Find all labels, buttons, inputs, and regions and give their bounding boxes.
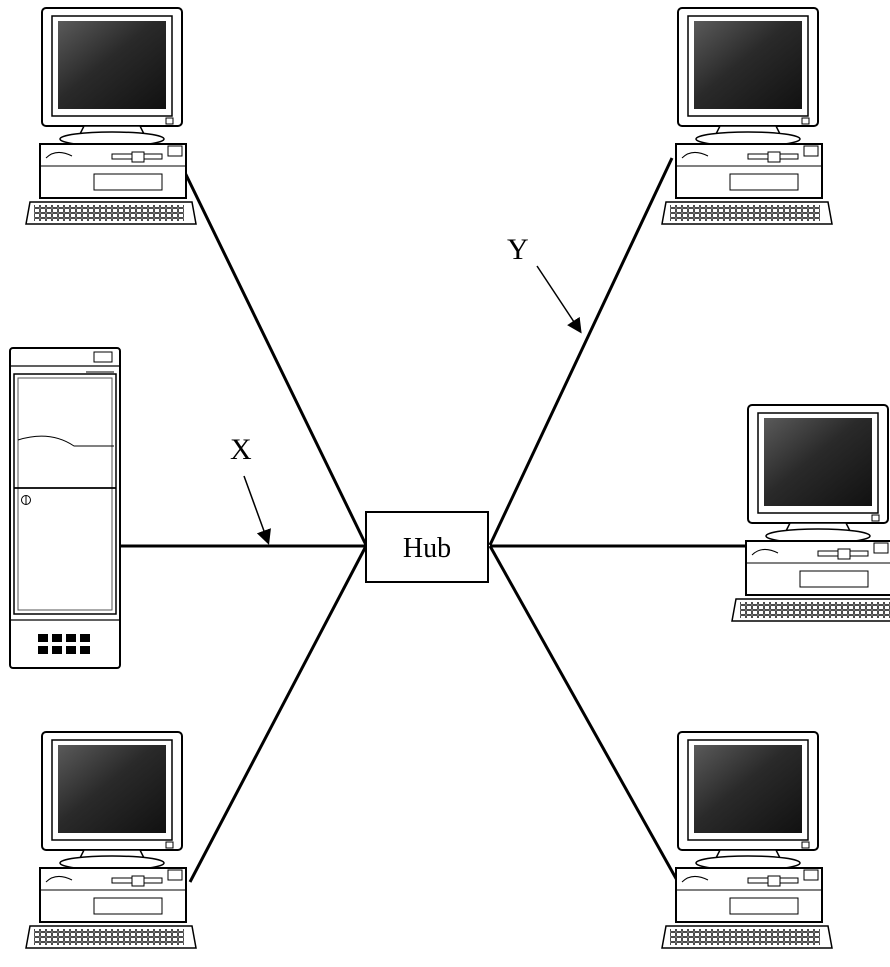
- callout-y-label: Y: [507, 233, 529, 266]
- callout-y: Y: [507, 233, 582, 334]
- callout-x-label: X: [230, 433, 252, 466]
- node-pc-bottom-left: [25, 731, 197, 949]
- desktop-computer-icon: [25, 731, 197, 949]
- desktop-computer-icon: [731, 404, 890, 622]
- server-tower-icon: [9, 347, 121, 669]
- hub: Hub: [365, 511, 489, 583]
- link-top-left: [173, 151, 368, 546]
- callout-y-arrow: [536, 265, 582, 334]
- link-top-right: [488, 157, 674, 546]
- desktop-computer-icon: [661, 7, 833, 225]
- node-pc-top-right: [661, 7, 833, 225]
- hub-label: Hub: [403, 533, 451, 564]
- callout-x: X: [230, 433, 271, 545]
- desktop-computer-icon: [25, 7, 197, 225]
- callout-x-arrow: [243, 475, 271, 545]
- network-links: [120, 151, 750, 883]
- hub-box: [365, 511, 489, 583]
- link-bottom-right: [488, 545, 680, 883]
- desktop-computer-icon: [661, 731, 833, 949]
- node-server: [9, 347, 121, 669]
- node-pc-middle-right: [731, 404, 890, 622]
- node-pc-top-left: [25, 7, 197, 225]
- link-bottom-left: [188, 545, 368, 883]
- node-pc-bottom-right: [661, 731, 833, 949]
